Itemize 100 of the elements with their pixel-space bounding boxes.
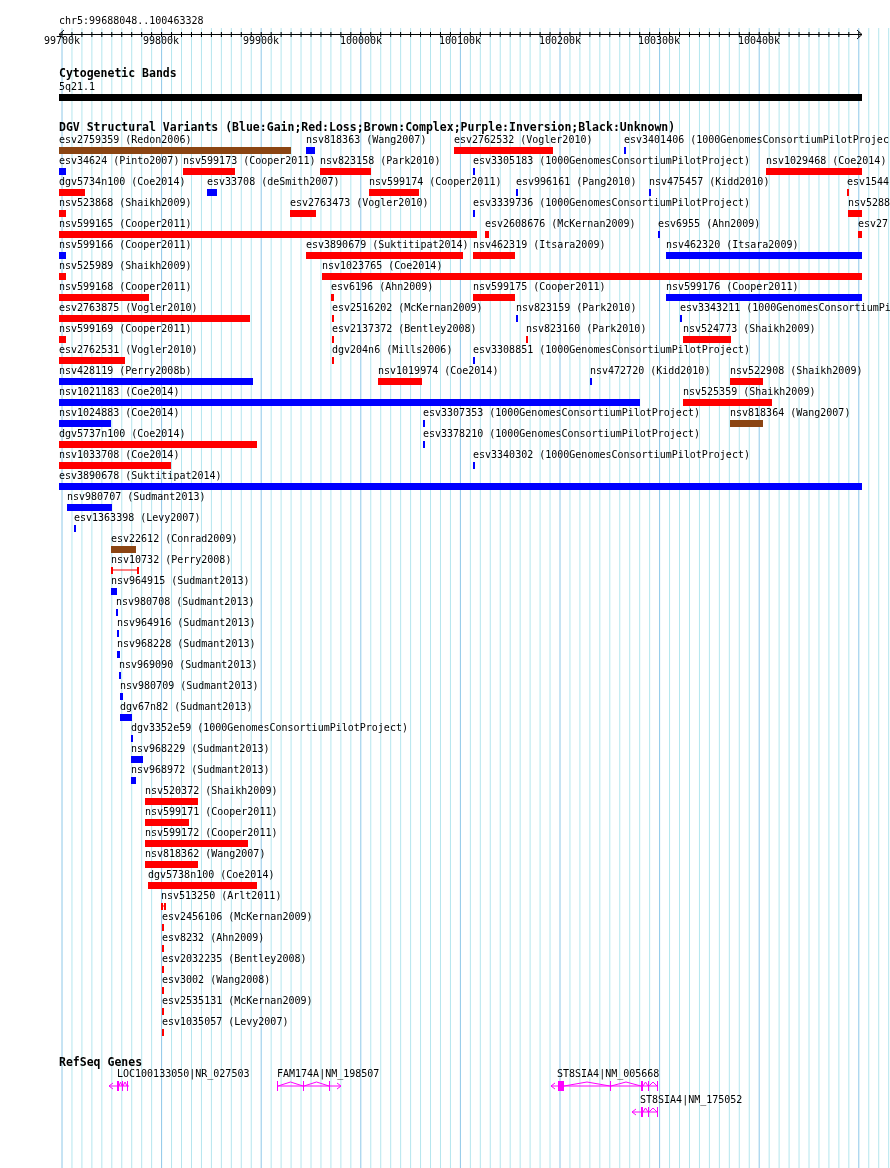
tick-label: 100300k	[638, 35, 681, 47]
variant-label: esv27	[858, 218, 889, 230]
variant-label: nsv968972 (Sudmant2013)	[131, 764, 270, 776]
variant-label: nsv1024883 (Coe2014)	[59, 407, 180, 419]
variant-label: nsv1029468 (Coe2014)	[766, 155, 887, 167]
tick-label: 99700k	[44, 35, 81, 47]
variant-label: esv2608676 (McKernan2009)	[485, 218, 636, 230]
variant-label: esv3307353 (1000GenomesConsortiumPilotProject)	[423, 407, 700, 419]
variant-label: dgv5737n100 (Coe2014)	[59, 428, 186, 440]
variant-label: nsv599168 (Cooper2011)	[59, 281, 192, 293]
variant-label: nsv818363 (Wang2007)	[306, 134, 427, 146]
variant-label: nsv462319 (Itsara2009)	[473, 239, 606, 251]
variant-label: nsv1033708 (Coe2014)	[59, 449, 180, 461]
variant-label: esv2137372 (Bentley2008)	[332, 323, 477, 335]
variant-label: esv1363398 (Levy2007)	[74, 512, 201, 524]
variant-label: esv3308851 (1000GenomesConsortiumPilotProject)	[473, 344, 750, 356]
variant-label: nsv818364 (Wang2007)	[730, 407, 851, 419]
variant-label: nsv525989 (Shaikh2009)	[59, 260, 192, 272]
variant-label: nsv980709 (Sudmant2013)	[120, 680, 259, 692]
variant-label: dgv5738n100 (Coe2014)	[148, 869, 275, 881]
variant-label: nsv599169 (Cooper2011)	[59, 323, 192, 335]
variant-label: esv3305183 (1000GenomesConsortiumPilotProject)	[473, 155, 750, 167]
variant-label: nsv1019974 (Coe2014)	[378, 365, 499, 377]
variant-label: esv6955 (Ahn2009)	[658, 218, 761, 230]
variant-label: nsv599176 (Cooper2011)	[666, 281, 799, 293]
tick-label: 100100k	[439, 35, 482, 47]
variant-label: esv2456106 (McKernan2009)	[162, 911, 313, 923]
variant-label: nsv599174 (Cooper2011)	[369, 176, 502, 188]
variant-label: esv2763473 (Vogler2010)	[290, 197, 429, 209]
tick-label: 99900k	[243, 35, 280, 47]
variant-label: nsv599172 (Cooper2011)	[145, 827, 278, 839]
coordinate-label: chr5:99688048..100463328	[59, 15, 204, 27]
variant-label: esv2032235 (Bentley2008)	[162, 953, 307, 965]
variant-label: esv3890678 (Suktitipat2014)	[59, 470, 222, 482]
variant-label: nsv513250 (Arlt2011)	[161, 890, 282, 902]
variant-label: dgv3352e59 (1000GenomesConsortiumPilotProject)	[131, 722, 408, 734]
variant-label: nsv523868 (Shaikh2009)	[59, 197, 192, 209]
tick-label: 100200k	[539, 35, 582, 47]
variant-label: esv1035057 (Levy2007)	[162, 1016, 289, 1028]
tick-label: 99800k	[143, 35, 180, 47]
track-title: DGV Structural Variants (Blue:Gain;Red:Loss;Brown:Complex;Purple:Inversion;Black:Unknown)	[59, 121, 676, 133]
variant-label: esv22612 (Conrad2009)	[111, 533, 238, 545]
variant-label: nsv525359 (Shaikh2009)	[683, 386, 816, 398]
variant-label: nsv969090 (Sudmant2013)	[119, 659, 258, 671]
variant-label: nsv522908 (Shaikh2009)	[730, 365, 863, 377]
variant-label: esv3890679 (Suktitipat2014)	[306, 239, 469, 251]
tick-label: 100000k	[340, 35, 383, 47]
variant-label: esv34624 (Pinto2007)	[59, 155, 180, 167]
variant-label: nsv462320 (Itsara2009)	[666, 239, 799, 251]
variant-label: nsv980707 (Sudmant2013)	[67, 491, 206, 503]
variant-label: nsv980708 (Sudmant2013)	[116, 596, 255, 608]
variant-label: nsv475457 (Kidd2010)	[649, 176, 770, 188]
variant-label: nsv599173 (Cooper2011)	[183, 155, 316, 167]
variant-label: nsv599166 (Cooper2011)	[59, 239, 192, 251]
variant-label: esv3340302 (1000GenomesConsortiumPilotProject)	[473, 449, 750, 461]
variant-label: nsv823160 (Park2010)	[526, 323, 647, 335]
variant-label: nsv524773 (Shaikh2009)	[683, 323, 816, 335]
variant-label: dgv67n82 (Sudmant2013)	[120, 701, 253, 713]
variant-label: esv6196 (Ahn2009)	[331, 281, 434, 293]
variant-label: nsv599165 (Cooper2011)	[59, 218, 192, 230]
variant-label: nsv823159 (Park2010)	[516, 302, 637, 314]
variant-label: nsv520372 (Shaikh2009)	[145, 785, 278, 797]
variant-label: esv3002 (Wang2008)	[162, 974, 271, 986]
variant-label: nsv5288	[848, 197, 890, 209]
tick-label: 100400k	[738, 35, 781, 47]
gene-label: ST8SIA4|NM_175052	[640, 1094, 743, 1106]
variant-label: esv2516202 (McKernan2009)	[332, 302, 483, 314]
variant-label: nsv599171 (Cooper2011)	[145, 806, 278, 818]
variant-label: nsv10732 (Perry2008)	[111, 554, 232, 566]
variant-label: esv2535131 (McKernan2009)	[162, 995, 313, 1007]
variant-label: nsv964916 (Sudmant2013)	[117, 617, 256, 629]
variant-label: esv3401406 (1000GenomesConsortiumPilotProjec	[624, 134, 889, 146]
variant-label: esv33708 (deSmith2007)	[207, 176, 340, 188]
variant-label: nsv1021183 (Coe2014)	[59, 386, 180, 398]
variant-label: esv3378210 (1000GenomesConsortiumPilotProject)	[423, 428, 700, 440]
variant-label: esv2762532 (Vogler2010)	[454, 134, 593, 146]
variant-label: nsv472720 (Kidd2010)	[590, 365, 711, 377]
variant-label: dgv204n6 (Mills2006)	[332, 344, 453, 356]
variant-label: esv8232 (Ahn2009)	[162, 932, 265, 944]
variant-label: nsv823158 (Park2010)	[320, 155, 441, 167]
band-label: 5q21.1	[59, 81, 96, 93]
gene-label: FAM174A|NM_198507	[277, 1068, 380, 1080]
gene-label: ST8SIA4|NM_005668	[557, 1068, 660, 1080]
variant-label: esv2759359 (Redon2006)	[59, 134, 192, 146]
variant-label: nsv1023765 (Coe2014)	[322, 260, 443, 272]
variant-label: nsv968229 (Sudmant2013)	[131, 743, 270, 755]
variant-label: esv2762531 (Vogler2010)	[59, 344, 198, 356]
variant-label: esv2763875 (Vogler2010)	[59, 302, 198, 314]
track-title: Cytogenetic Bands	[59, 67, 177, 79]
variant-label: nsv964915 (Sudmant2013)	[111, 575, 250, 587]
variant-label: nsv428119 (Perry2008b)	[59, 365, 192, 377]
variant-label: nsv818362 (Wang2007)	[145, 848, 266, 860]
variant-label: esv1544	[847, 176, 890, 188]
variant-label: nsv968228 (Sudmant2013)	[117, 638, 256, 650]
variant-label: dgv5734n100 (Coe2014)	[59, 176, 186, 188]
variant-label: esv3339736 (1000GenomesConsortiumPilotProject)	[473, 197, 750, 209]
track-title: RefSeq Genes	[59, 1056, 143, 1068]
variant-label: nsv599175 (Cooper2011)	[473, 281, 606, 293]
variant-label: esv996161 (Pang2010)	[516, 176, 637, 188]
variant-label: esv3343211 (1000GenomesConsortiumPi	[680, 302, 890, 314]
